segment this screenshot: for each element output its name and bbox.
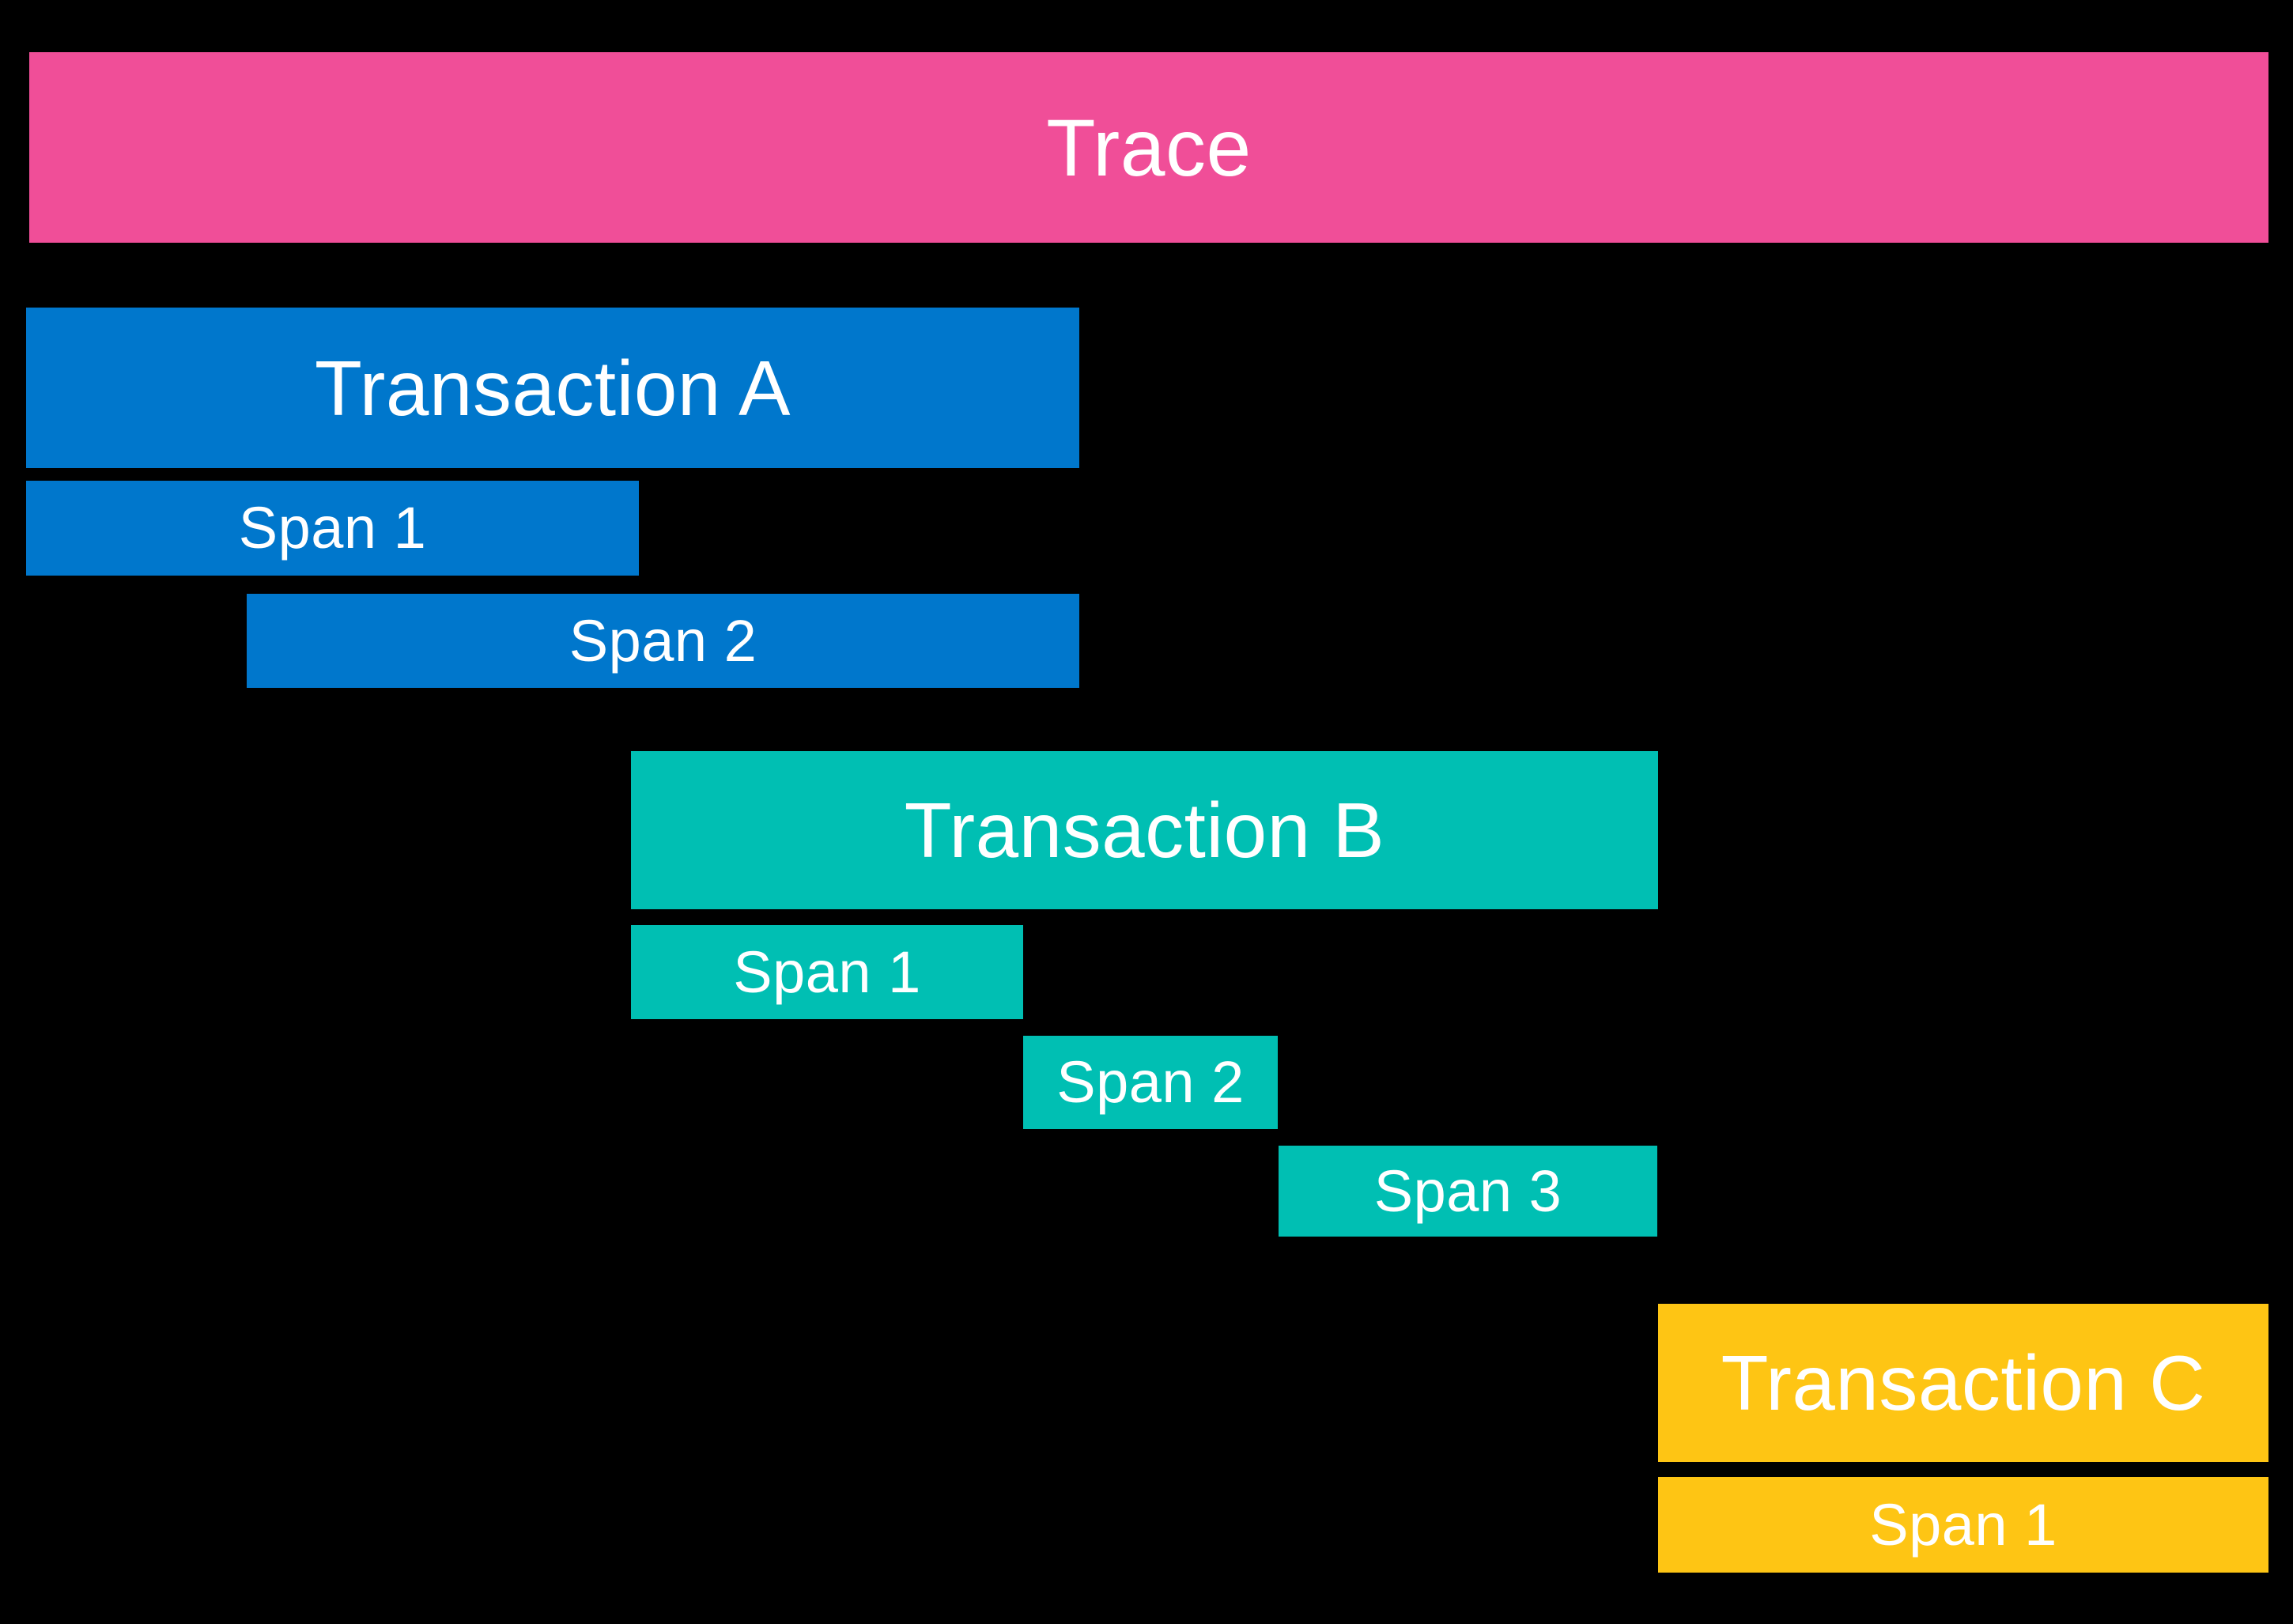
transaction-b-span-3-bar-label: Span 3 (1373, 1158, 1562, 1224)
transaction-a-bar: Transaction A (26, 308, 1079, 468)
transaction-c-bar: Transaction C (1658, 1304, 2268, 1462)
transaction-b-span-2-bar: Span 2 (1023, 1036, 1278, 1129)
transaction-b-span-1-bar-label: Span 1 (733, 939, 921, 1005)
transaction-b-bar: Transaction B (631, 751, 1658, 909)
transaction-a-span-1-bar: Span 1 (26, 481, 639, 576)
transaction-b-span-2-bar-label: Span 2 (1056, 1049, 1245, 1115)
transaction-b-span-3-bar: Span 3 (1279, 1146, 1657, 1237)
transaction-c-span-1-bar-label: Span 1 (1869, 1491, 2057, 1558)
transaction-c-span-1-bar: Span 1 (1658, 1477, 2268, 1573)
transaction-b-span-1-bar: Span 1 (631, 925, 1023, 1019)
transaction-a-span-1-bar-label: Span 1 (238, 495, 427, 561)
transaction-b-bar-label: Transaction B (904, 787, 1385, 874)
transaction-c-bar-label: Transaction C (1721, 1339, 2206, 1426)
transaction-a-span-2-bar: Span 2 (247, 594, 1079, 688)
trace-bar-label: Trace (1046, 102, 1252, 193)
transaction-a-span-2-bar-label: Span 2 (569, 607, 757, 674)
trace-bar: Trace (29, 52, 2268, 243)
transaction-a-bar-label: Transaction A (314, 344, 791, 432)
